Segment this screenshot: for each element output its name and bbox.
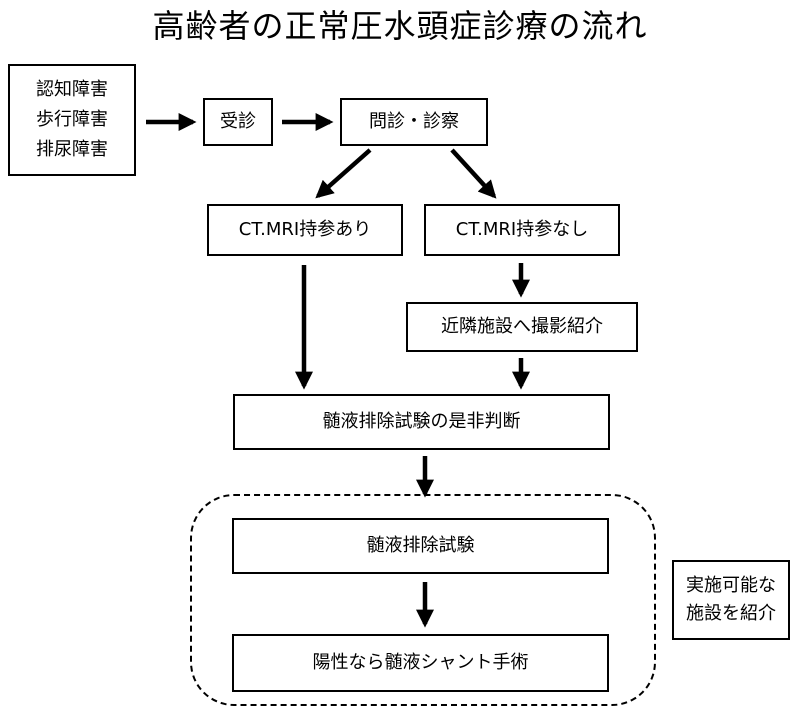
diagram-title: 高齢者の正常圧水頭症診療の流れ: [152, 7, 648, 45]
arrow-consult-to-ct-no: [450, 148, 497, 199]
shunt-surgery-box: 陽性なら髄液シャント手術: [232, 634, 609, 692]
ct-mri-no-box: CT.MRI持参なし: [424, 204, 620, 256]
tap-test-decision-box: 髄液排除試験の是非判断: [233, 394, 610, 450]
ct-mri-yes-box: CT.MRI持参あり: [207, 204, 403, 256]
tap-test-box: 髄液排除試験: [232, 518, 609, 574]
note-line-2: 施設を紹介: [686, 603, 776, 624]
consult-box: 問診・診察: [340, 98, 488, 146]
facility-referral-note: 実施可能な 施設を紹介: [672, 560, 790, 640]
symptom-urinary: 排尿障害: [36, 138, 108, 160]
arrow-consult-to-ct-yes: [315, 148, 372, 199]
visit-box: 受診: [203, 98, 273, 146]
note-line-1: 実施可能な: [686, 575, 776, 597]
referral-imaging-box: 近隣施設へ撮影紹介: [406, 302, 638, 352]
symptom-cognitive: 認知障害: [36, 79, 108, 101]
symptoms-box: 認知障害 歩行障害 排尿障害: [8, 64, 136, 176]
symptom-gait: 歩行障害: [36, 109, 108, 131]
